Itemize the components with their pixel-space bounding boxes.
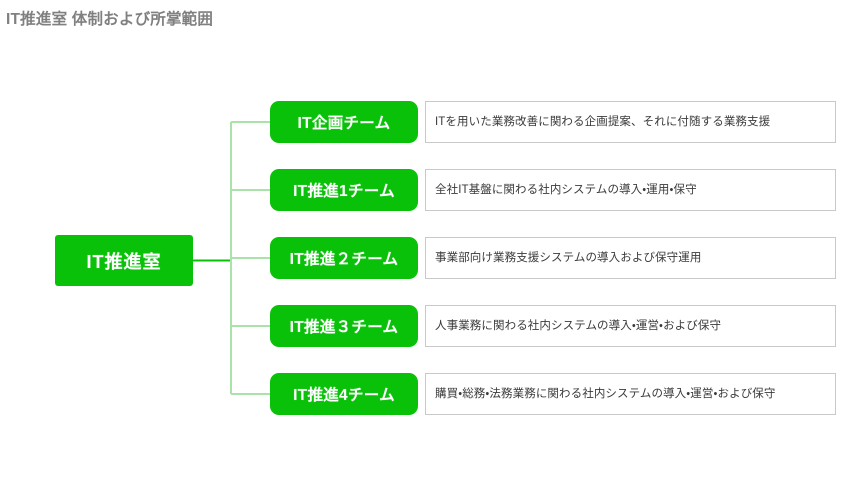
team-box-it-promotion-2[interactable]: IT推進２チーム xyxy=(270,237,418,279)
team-description-box: ITを用いた業務改善に関わる企画提案、それに付随する業務支援 xyxy=(425,101,836,143)
team-description-box: 事業部向け業務支援システムの導入および保守運用 xyxy=(425,237,836,279)
team-description-box: 購買・総務・法務業務に関わる社内システムの導入・運営・および保守 xyxy=(425,373,836,415)
team-box-it-promotion-3[interactable]: IT推進３チーム xyxy=(270,305,418,347)
team-label: IT推進4チーム xyxy=(293,387,395,404)
team-description-label: ITを用いた業務改善に関わる企画提案、それに付随する業務支援 xyxy=(435,115,771,128)
team-description-box: 全社IT基盤に関わる社内システムの導入・運用・保守 xyxy=(425,169,836,211)
org-row-1: IT企画チーム ITを用いた業務改善に関わる企画提案、それに付随する業務支援 xyxy=(270,101,836,143)
org-row-3: IT推進２チーム 事業部向け業務支援システムの導入および保守運用 xyxy=(270,237,836,279)
root-node-label: IT推進室 xyxy=(86,251,162,272)
team-label: IT推進1チーム xyxy=(293,183,395,200)
team-label: IT企画チーム xyxy=(297,115,391,132)
team-box-it-promotion-1[interactable]: IT推進1チーム xyxy=(270,169,418,211)
team-box-it-planning[interactable]: IT企画チーム xyxy=(270,101,418,143)
team-description-box: 人事業務に関わる社内システムの導入・運営・および保守 xyxy=(425,305,836,347)
team-description-label: 全社IT基盤に関わる社内システムの導入・運用・保守 xyxy=(435,183,697,196)
team-description-label: 購買・総務・法務業務に関わる社内システムの導入・運営・および保守 xyxy=(435,387,776,400)
team-description-label: 人事業務に関わる社内システムの導入・運営・および保守 xyxy=(435,319,722,332)
team-box-it-promotion-4[interactable]: IT推進4チーム xyxy=(270,373,418,415)
team-description-label: 事業部向け業務支援システムの導入および保守運用 xyxy=(435,251,702,264)
org-row-2: IT推進1チーム 全社IT基盤に関わる社内システムの導入・運用・保守 xyxy=(270,169,836,211)
page-title: IT推進室 体制および所掌範囲 xyxy=(6,11,214,28)
org-row-5: IT推進4チーム 購買・総務・法務業務に関わる社内システムの導入・運営・および保… xyxy=(270,373,836,415)
team-label: IT推進３チーム xyxy=(289,319,399,336)
org-row-4: IT推進３チーム 人事業務に関わる社内システムの導入・運営・および保守 xyxy=(270,305,836,347)
team-label: IT推進２チーム xyxy=(289,251,399,268)
root-node-it-promotion-office[interactable]: IT推進室 xyxy=(55,235,193,286)
